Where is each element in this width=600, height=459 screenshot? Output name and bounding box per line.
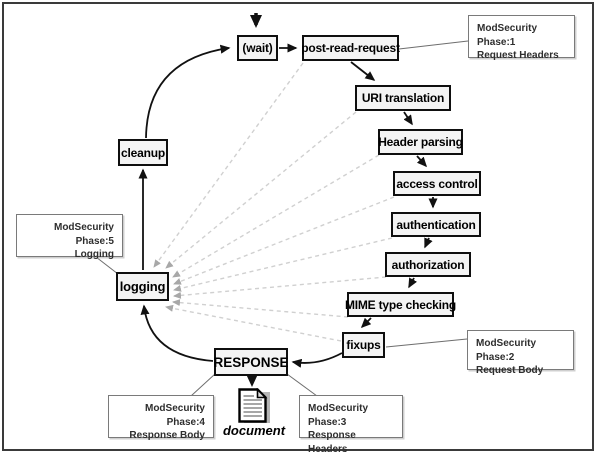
node-access-control: access control <box>393 171 481 196</box>
phase1-line1: ModSecurity Phase:1 <box>477 23 538 48</box>
document-label: document <box>222 423 286 438</box>
annotation-modsecurity-phase5: ModSecurity Phase:5 Logging <box>16 214 123 260</box>
dashed-line-authentication-to-logging <box>173 237 393 292</box>
annotation-modsecurity-phase2: ModSecurity Phase:2 Request Body <box>467 330 574 376</box>
arrow-uri-translation-to-header-parsing <box>403 111 413 126</box>
node-uri-translation-label: URI translation <box>361 91 445 105</box>
node-authentication: authentication <box>391 212 481 237</box>
arrow-cleanup-to-wait <box>145 44 231 139</box>
document-icon <box>238 388 270 423</box>
callout-line-phase1 <box>398 40 469 50</box>
arrow-header-parsing-to-access-control <box>416 155 428 168</box>
phase3-line2: Response Headers <box>308 430 356 455</box>
phase4-line2: Response Body <box>129 430 205 441</box>
node-uri-translation: URI translation <box>355 85 451 111</box>
node-fixups: fixups <box>342 332 385 358</box>
annotation-modsecurity-phase4: ModSecurity Phase:4 Response Body <box>108 395 214 441</box>
annotation-modsecurity-phase3: ModSecurity Phase:3 Response Headers <box>299 395 403 455</box>
node-wait: (wait) <box>237 35 278 61</box>
node-response-label: RESPONSE <box>213 354 289 370</box>
callout-line-phase4 <box>190 373 216 397</box>
arrow-fixups-to-response <box>291 352 343 368</box>
dashed-line-post-read-request-to-logging <box>153 62 304 268</box>
node-access-control-label: access control <box>396 176 478 191</box>
node-mime-type-checking: MIME type checking <box>344 292 457 317</box>
node-authentication-label: authentication <box>396 217 476 232</box>
phase2-line2: Request Body <box>476 365 544 376</box>
node-header-parsing: Header parsing <box>378 129 463 155</box>
node-fixups-label: fixups <box>346 338 381 352</box>
callout-line-phase3 <box>286 373 318 397</box>
annotation-modsecurity-phase1: ModSecurity Phase:1 Request Headers <box>468 15 575 61</box>
callout-line-phase5 <box>95 256 119 275</box>
callout-line-phase2 <box>385 338 468 348</box>
node-response: RESPONSE <box>213 348 289 376</box>
dashed-line-mime-type-checking-to-logging <box>172 299 349 318</box>
node-header-parsing-label: Header parsing <box>378 135 463 149</box>
phase1-line2: Request Headers <box>477 50 559 61</box>
phase5-line2: Logging <box>74 249 114 260</box>
phase5-line1: ModSecurity Phase:5 <box>53 222 114 247</box>
arrow-authorization-to-mime-type-checking <box>408 277 418 289</box>
node-cleanup-label: cleanup <box>121 145 165 160</box>
node-logging-label: logging <box>119 279 166 294</box>
dashed-line-authorization-to-logging <box>173 276 387 299</box>
dashed-line-uri-translation-to-logging <box>165 111 357 269</box>
arrow-mime-type-checking-to-fixups <box>360 317 372 329</box>
node-authorization: authorization <box>385 252 471 277</box>
node-logging: logging <box>116 272 169 301</box>
phase2-line1: ModSecurity Phase:2 <box>476 338 537 363</box>
arrow-post-read-request-to-uri-translation <box>350 61 376 81</box>
node-mime-type-checking-label: MIME type checking <box>344 297 457 312</box>
node-post-read-request: post-read-request <box>301 35 400 61</box>
node-wait-label: (wait) <box>242 41 273 55</box>
dashed-line-header-parsing-to-logging <box>172 154 380 278</box>
arrow-response-to-logging <box>140 304 214 362</box>
node-authorization-label: authorization <box>391 257 465 272</box>
dashed-line-fixups-to-logging <box>165 304 342 342</box>
node-post-read-request-label: post-read-request <box>301 41 400 55</box>
arrow-authentication-to-authorization <box>424 237 433 249</box>
dashed-line-access-control-to-logging <box>173 196 395 285</box>
phase3-line1: ModSecurity Phase:3 <box>308 403 369 428</box>
phase4-line1: ModSecurity Phase:4 <box>144 403 205 428</box>
node-cleanup: cleanup <box>118 139 168 166</box>
